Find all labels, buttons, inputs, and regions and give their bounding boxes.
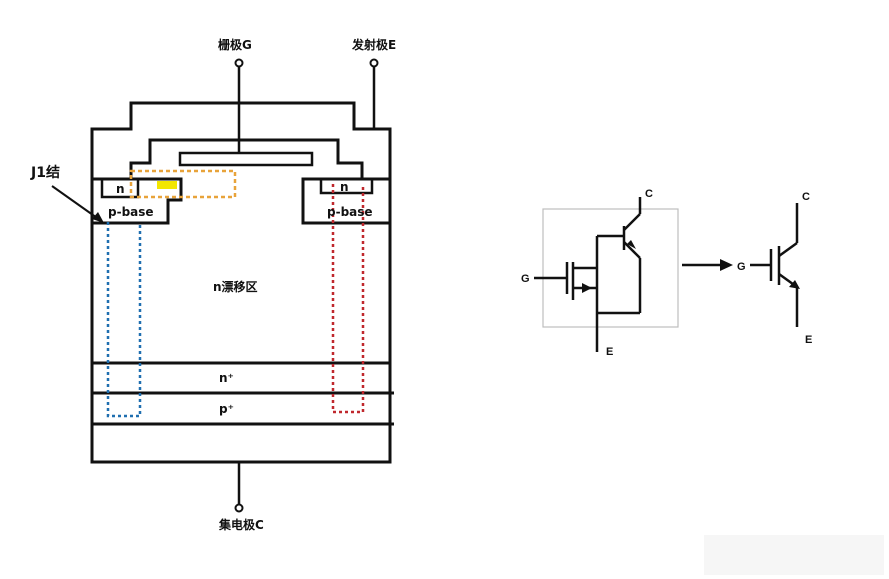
j1-pointer-arrowhead (92, 212, 104, 223)
device-outline (90, 101, 392, 464)
n-right-region (319, 179, 374, 195)
junction-label: J1结 (30, 164, 60, 181)
eq-bjt-emitter (623, 241, 641, 259)
eq-bjt-collector (623, 213, 641, 231)
equivalent-circuit (534, 197, 642, 352)
gate-insulation-outline (129, 138, 364, 179)
sym-emitter-arrow (789, 280, 800, 289)
gate-label: 栅极G (218, 37, 252, 52)
p-base-right-region (301, 177, 390, 225)
sym-e-label: E (805, 334, 812, 346)
gate-terminal (234, 58, 244, 68)
p-base-left-region (92, 177, 183, 225)
p-base-right-label: p-base (327, 205, 373, 219)
eq-g-label: G (521, 273, 530, 285)
igbt-cross-section (90, 65, 394, 506)
n-plus-label: n⁺ (219, 371, 234, 385)
sym-c-label: C (802, 191, 810, 203)
p-plus-label: p⁺ (219, 402, 234, 416)
eq-bjt-arrow (627, 240, 636, 249)
j1-pointer-line (51, 185, 101, 221)
collector-label: 集电极C (218, 517, 264, 532)
sym-collector (778, 241, 798, 258)
watermark-blur (704, 535, 884, 575)
n-left-label: n (116, 182, 125, 196)
drift-region-label: n漂移区 (213, 279, 258, 294)
eq-c-label: C (645, 188, 653, 200)
eq-mos-arrow (582, 283, 592, 293)
right-dashed-path (331, 184, 365, 414)
n-left-region (100, 177, 140, 199)
n-right-label: n (340, 180, 349, 194)
eq-e-label: E (606, 346, 613, 358)
transform-arrow-head (720, 259, 733, 271)
sym-g-label: G (737, 261, 746, 273)
equivalent-circuit-frame (542, 208, 679, 328)
emitter-label: 发射极E (351, 37, 396, 52)
igbt-symbol (750, 203, 799, 327)
left-dashed-path (106, 222, 142, 418)
channel-fill (157, 181, 177, 189)
gate-electrode (178, 151, 314, 167)
channel-dashed-box (129, 169, 237, 199)
collector-terminal (234, 503, 244, 513)
emitter-terminal (369, 58, 379, 68)
p-base-left-label: p-base (108, 205, 154, 219)
